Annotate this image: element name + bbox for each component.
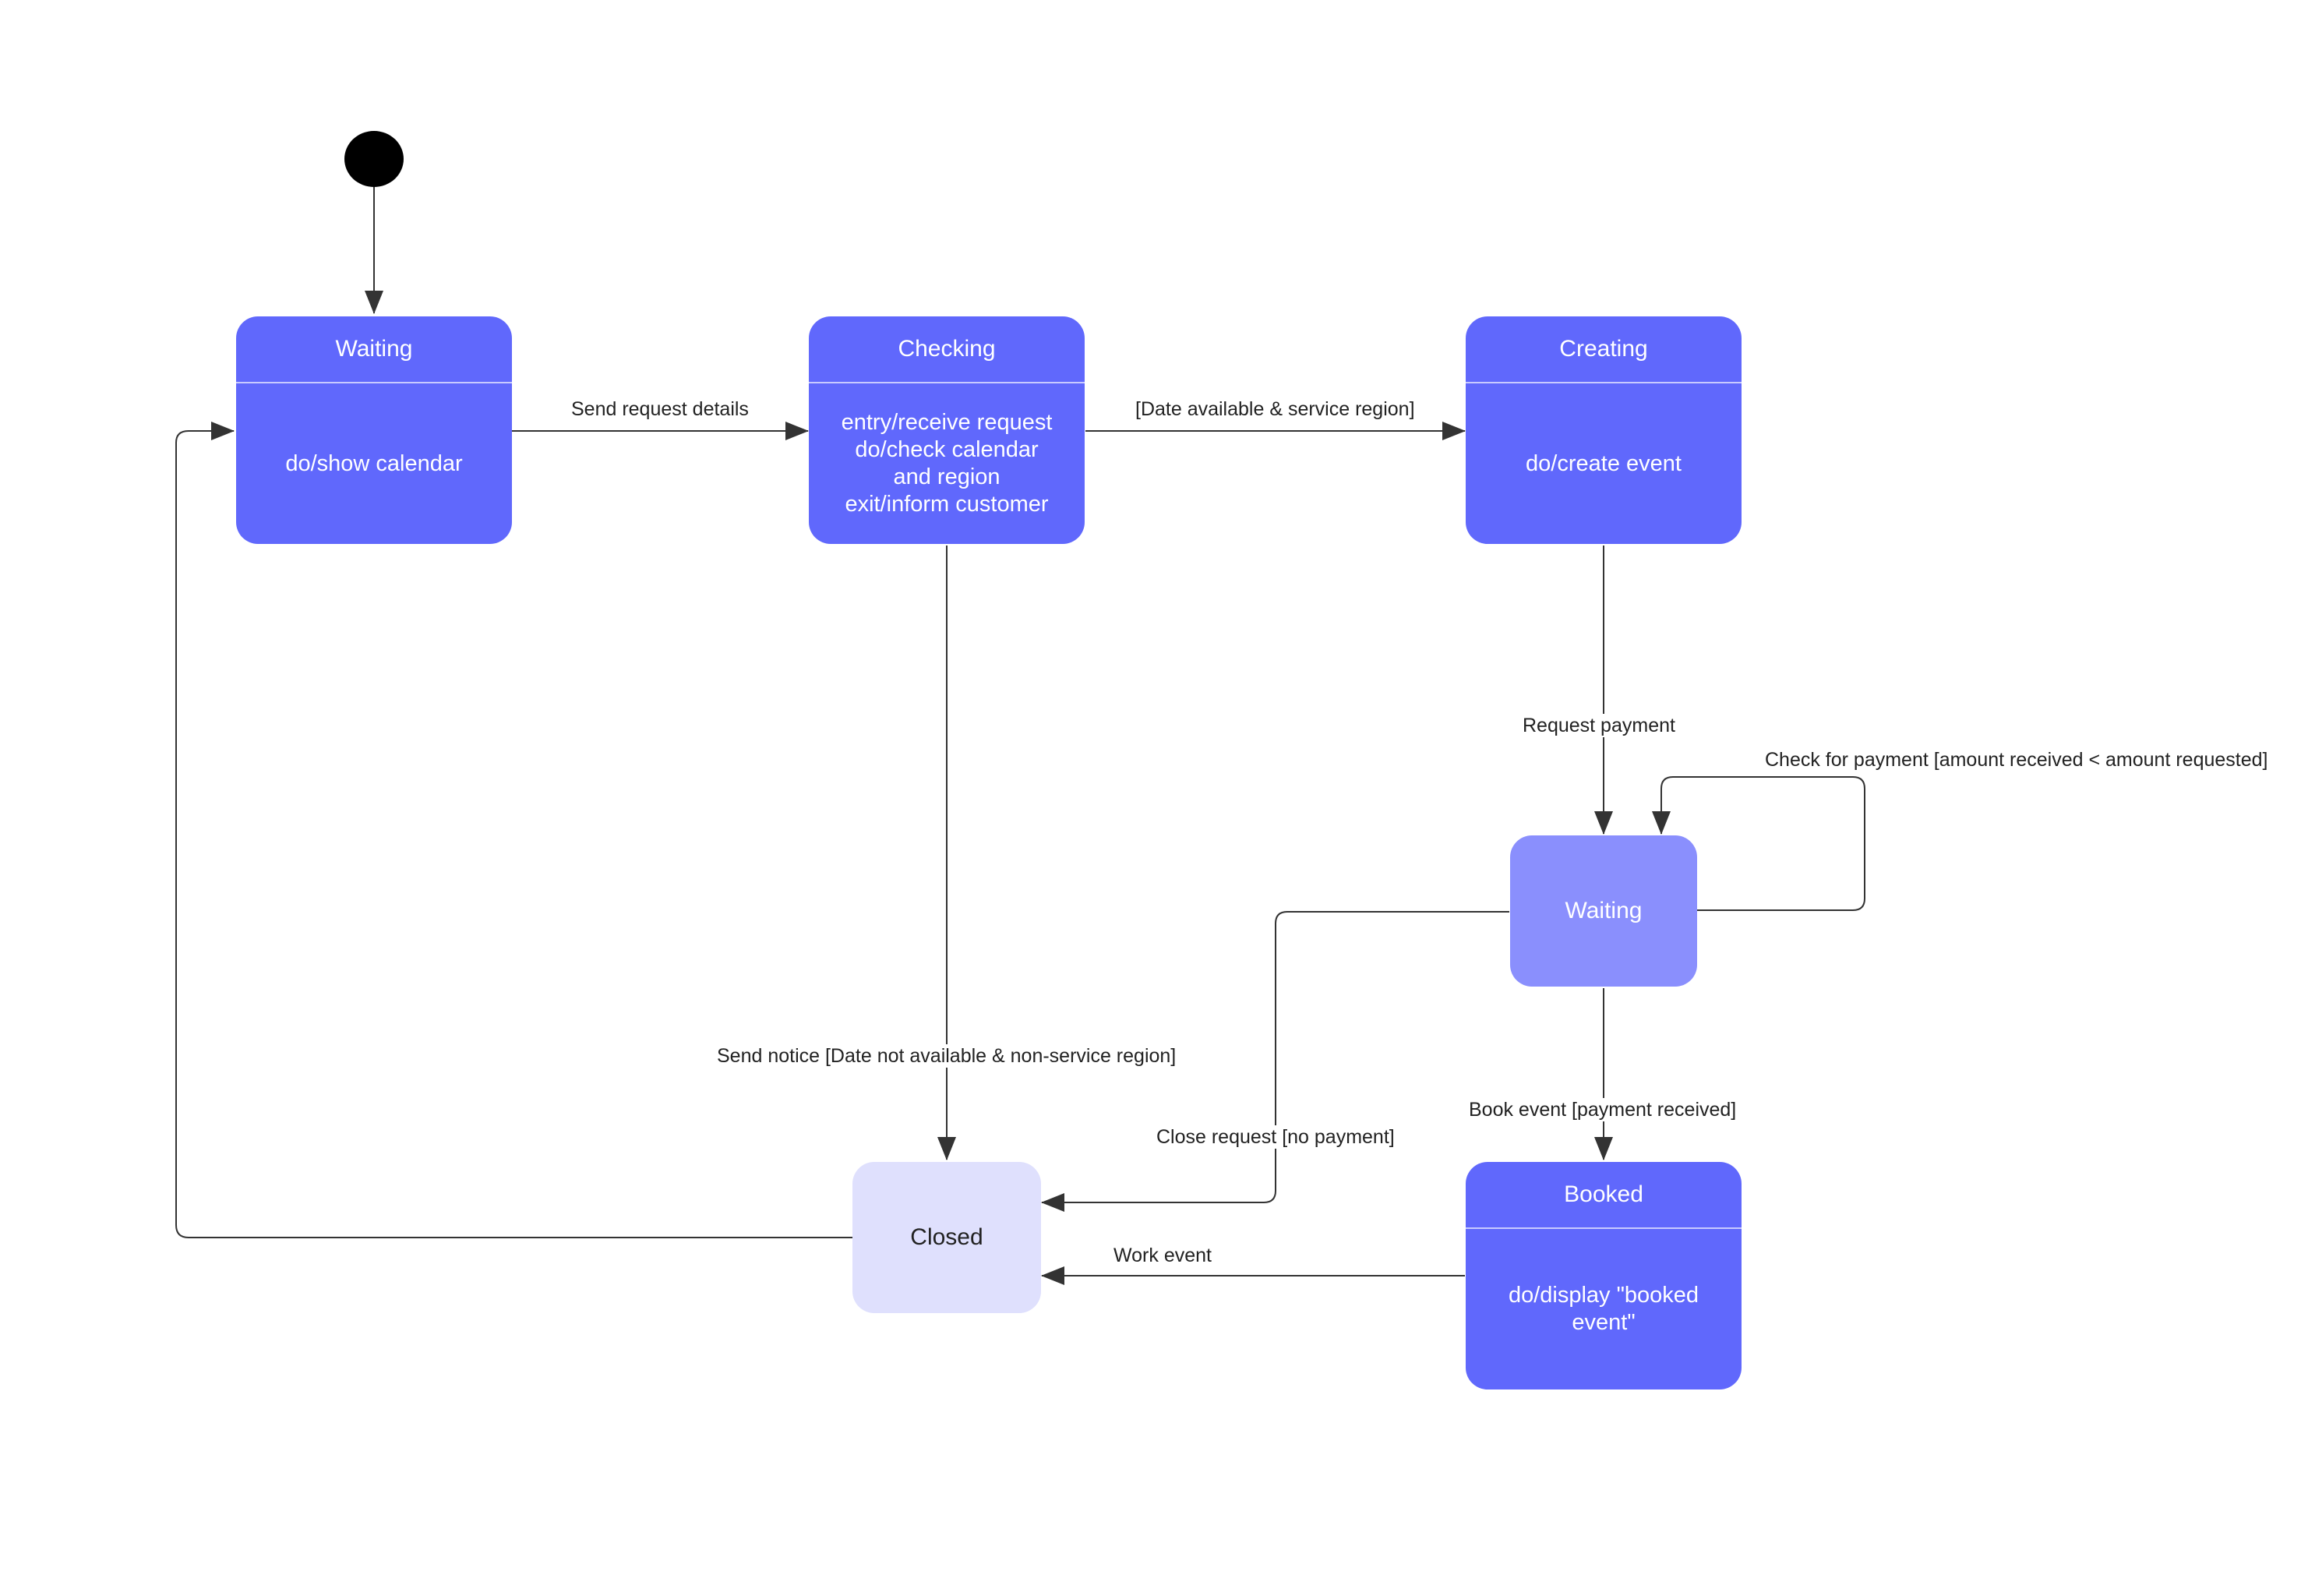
- label-request-payment: Request payment: [1519, 714, 1678, 737]
- state-booked-divider: [1466, 1227, 1742, 1229]
- label-close-request: Close request [no payment]: [1153, 1125, 1398, 1149]
- state-waiting-actions: do/show calendar: [244, 383, 504, 544]
- state-booked: Booked do/display "booked event": [1466, 1162, 1742, 1389]
- state-checking-action: and region: [893, 464, 1001, 489]
- state-closed: Closed: [852, 1162, 1041, 1313]
- state-waiting-action: do/show calendar: [285, 450, 463, 476]
- label-send-request-details: Send request details: [571, 398, 749, 420]
- arrow-close-request: [1041, 911, 1509, 1212]
- state-creating-divider: [1466, 382, 1742, 383]
- label-check-for-payment: Check for payment [amount received < amo…: [1765, 749, 2268, 771]
- state-creating: Creating do/create event: [1466, 316, 1742, 544]
- initial-node: [344, 131, 404, 187]
- state-checking: Checking entry/receive request do/check …: [809, 316, 1085, 544]
- state-booked-actions: do/display "booked event": [1473, 1229, 1734, 1389]
- state-waiting: Waiting do/show calendar: [236, 316, 512, 544]
- state-checking-action: do/check calendar: [855, 437, 1039, 462]
- label-date-available: [Date available & service region]: [1135, 398, 1415, 420]
- state-creating-title: Creating: [1559, 336, 1648, 362]
- state-closed-title: Closed: [910, 1224, 983, 1250]
- state-waiting-payment-title: Waiting: [1565, 898, 1643, 923]
- state-checking-title: Checking: [898, 336, 996, 362]
- state-booked-action: do/display "booked: [1508, 1283, 1699, 1308]
- arrow-check-for-payment-loop: [1652, 776, 1865, 911]
- label-book-event: Book event [payment received]: [1466, 1098, 1740, 1121]
- state-checking-action: entry/receive request: [841, 410, 1053, 435]
- state-creating-actions: do/create event: [1473, 383, 1734, 544]
- state-creating-action: do/create event: [1526, 450, 1682, 476]
- state-checking-actions: entry/receive request do/check calendar …: [817, 383, 1077, 544]
- state-waiting-divider: [236, 382, 512, 383]
- label-work-event: Work event: [1113, 1245, 1212, 1266]
- arrow-closed-to-waiting: [175, 422, 852, 1238]
- state-checking-divider: [809, 382, 1085, 383]
- state-booked-action: event": [1572, 1310, 1636, 1335]
- state-booked-title: Booked: [1564, 1181, 1643, 1207]
- state-checking-action: exit/inform customer: [845, 492, 1049, 517]
- state-waiting-payment: Waiting: [1510, 835, 1697, 987]
- state-waiting-title: Waiting: [335, 336, 413, 362]
- label-send-notice: Send notice [Date not available & non-se…: [714, 1044, 1180, 1068]
